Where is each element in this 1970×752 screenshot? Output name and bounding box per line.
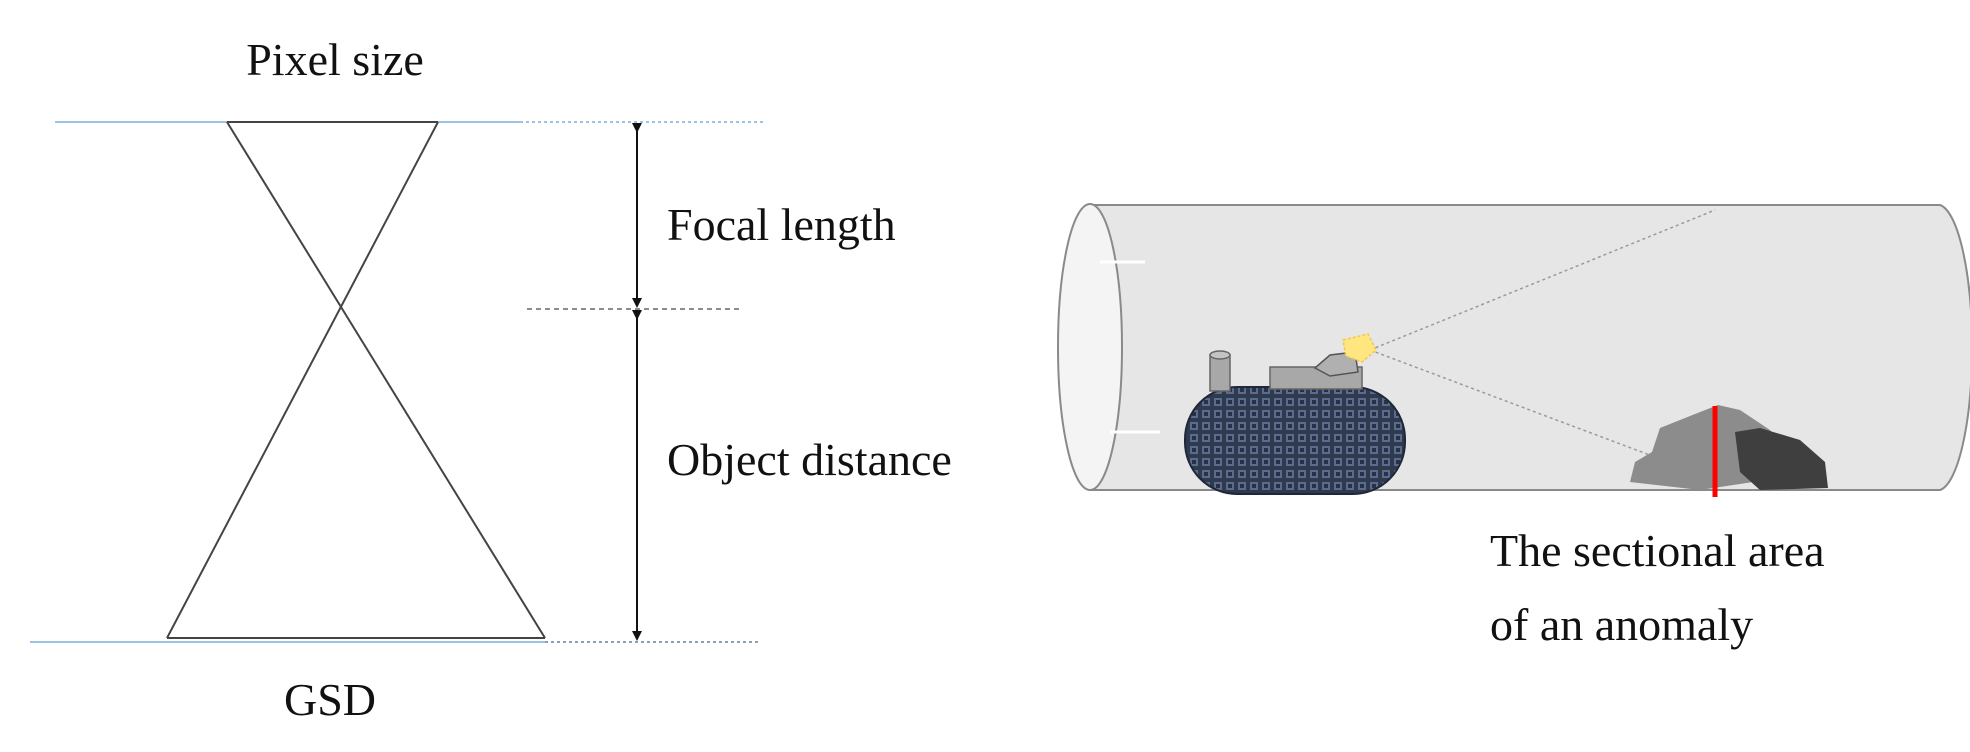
camera-geometry: Pixel size GSD Focal length Object dista… [30, 34, 952, 725]
pipe-opening [1057, 203, 1123, 491]
focal-length-label: Focal length [667, 199, 896, 250]
camera-light [1342, 333, 1377, 363]
pixel-size-label: Pixel size [246, 34, 424, 85]
anomaly [1630, 405, 1828, 497]
anomaly-dark-part [1735, 428, 1828, 490]
fov-line-top [1369, 209, 1716, 351]
robot-mast [1209, 354, 1231, 392]
object-distance-label: Object distance [667, 434, 952, 485]
inspection-robot [1184, 333, 1406, 495]
anomaly-label-line-2: of an anomaly [1490, 599, 1753, 650]
robot-mast-cap [1209, 350, 1231, 360]
fov-line-bottom [1369, 349, 1656, 458]
gsd-label: GSD [284, 674, 376, 725]
anomaly-label-line-1: The sectional area [1490, 525, 1825, 576]
camera-head [1313, 351, 1359, 377]
ray-left [226, 121, 546, 639]
ray-right [166, 121, 439, 639]
pipe-scene: The sectional area of an anomaly [1057, 203, 1970, 650]
robot-body [1184, 386, 1406, 495]
